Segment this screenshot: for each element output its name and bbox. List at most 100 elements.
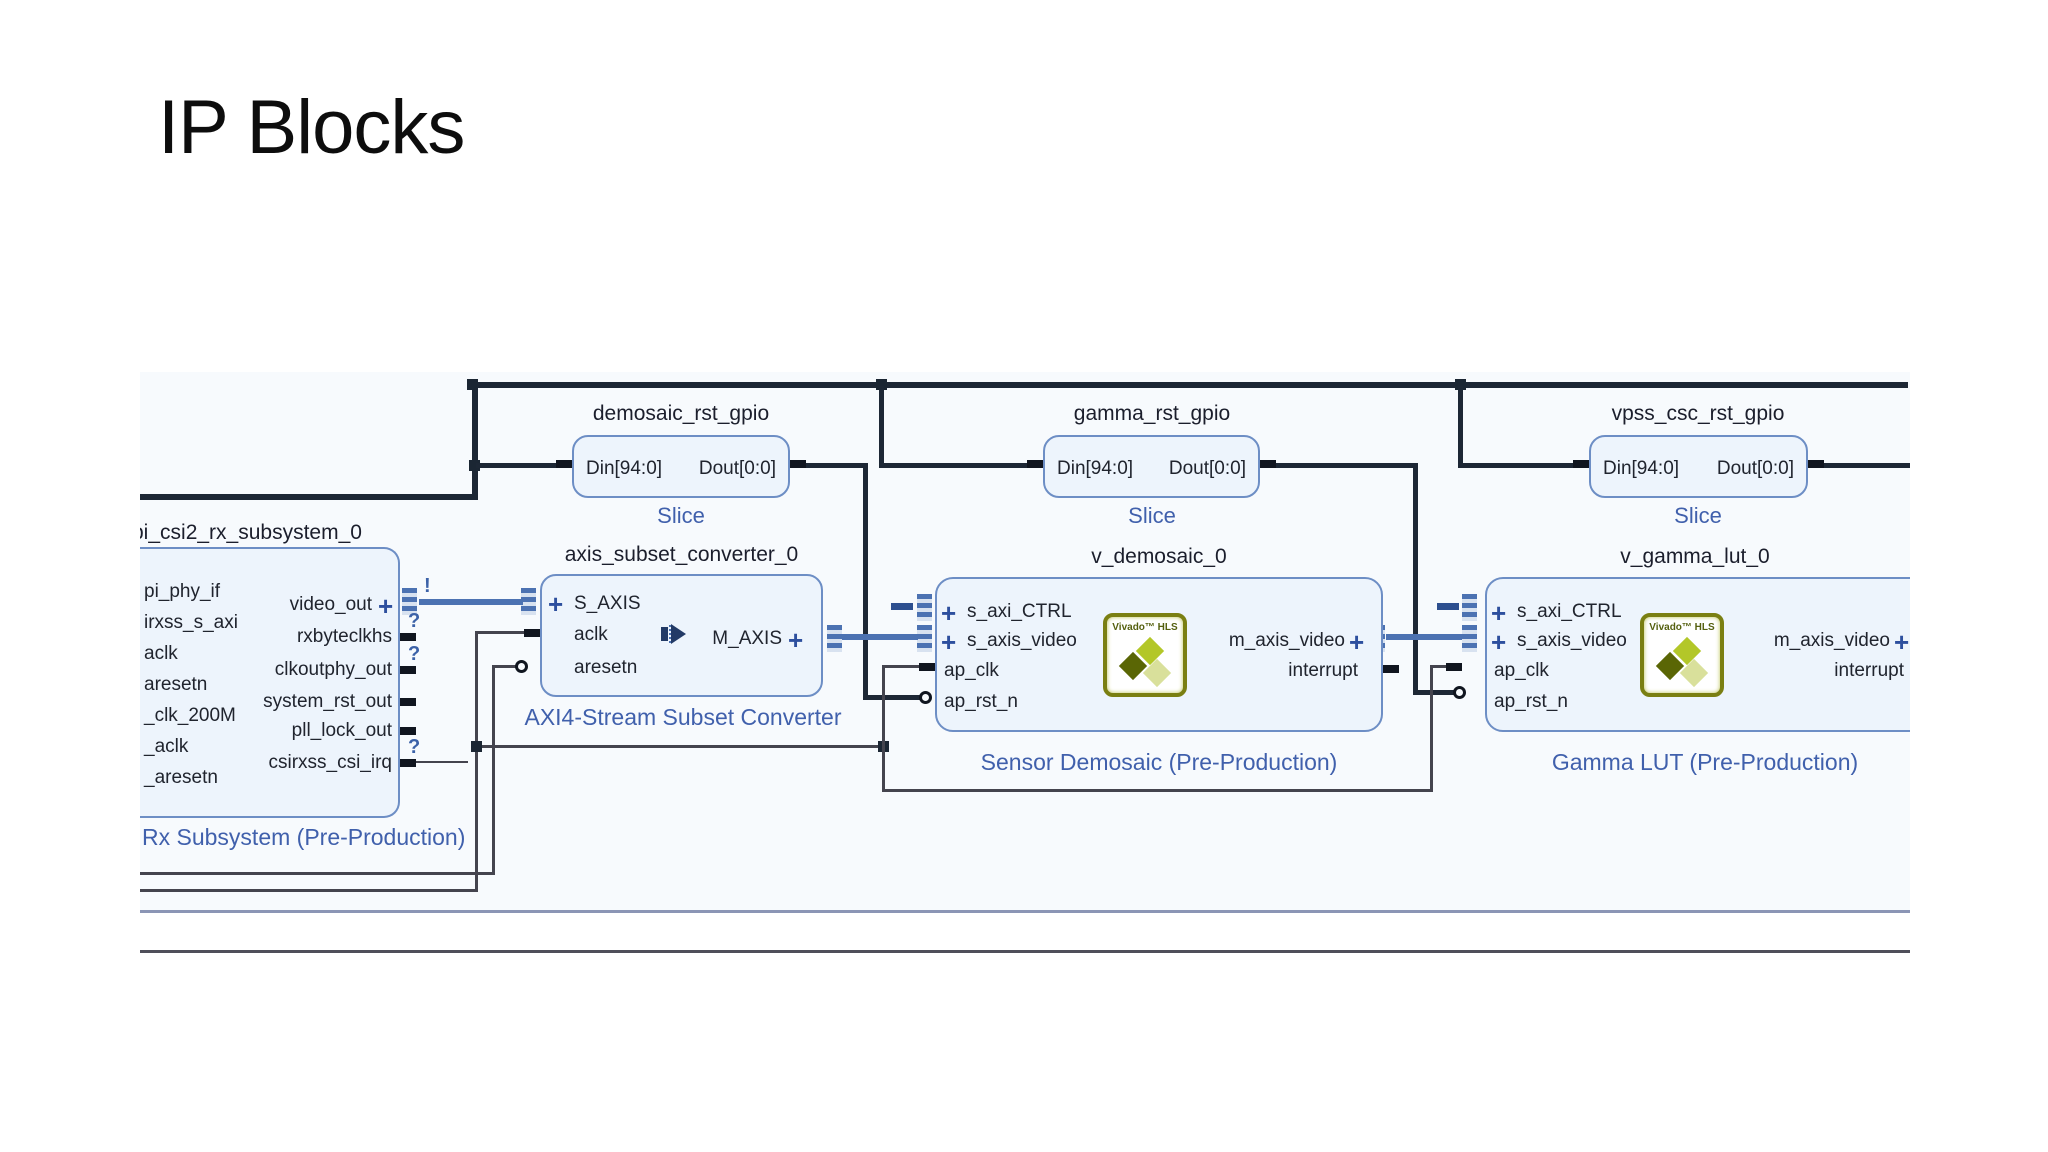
- wire-dout-demosaic: [806, 463, 868, 468]
- expand-plus-icon[interactable]: +: [941, 627, 957, 657]
- port-aresetn[interactable]: aresetn: [574, 657, 638, 678]
- interface-hatch-icon: [1462, 594, 1477, 621]
- block-design-canvas[interactable]: ! pi_csi2_rx_subsystem_0 pi_phy_if irxss…: [140, 372, 1910, 913]
- expand-plus-icon[interactable]: +: [788, 625, 804, 655]
- interface-hatch-icon: [827, 625, 842, 652]
- block-vpss-csc-rst-gpio[interactable]: Din[94:0] Dout[0:0]: [1589, 435, 1808, 498]
- expand-plus-icon[interactable]: +: [1349, 627, 1365, 657]
- port-stub[interactable]: [1027, 460, 1043, 468]
- port-stub[interactable]: [1260, 460, 1276, 468]
- block-demosaic-rst-gpio[interactable]: Din[94:0] Dout[0:0]: [572, 435, 790, 498]
- port-m-axis-video[interactable]: m_axis_video: [1228, 630, 1345, 651]
- port-s-axi-ctrl[interactable]: s_axi_CTRL: [967, 601, 1072, 622]
- port-mipi-phy-if[interactable]: pi_phy_if: [144, 581, 221, 602]
- wire-video-out-s-axis: [419, 599, 523, 605]
- wire-apclk-dist: [475, 745, 885, 748]
- expand-plus-icon[interactable]: +: [1491, 627, 1507, 657]
- expand-plus-icon[interactable]: +: [548, 589, 564, 619]
- port-stub[interactable]: [400, 759, 416, 767]
- port-stub[interactable]: [1446, 663, 1462, 671]
- wire-dout-vpss: [1824, 463, 1910, 468]
- block-title-demosaic-rst-gpio: demosaic_rst_gpio: [592, 402, 770, 425]
- port-stub[interactable]: [400, 698, 416, 706]
- port-stub[interactable]: [556, 460, 572, 468]
- port-stub[interactable]: [400, 666, 416, 674]
- port-video-aresetn[interactable]: _aresetn: [144, 767, 218, 788]
- port-din[interactable]: Din[94:0]: [586, 458, 663, 479]
- port-ap-clk[interactable]: ap_clk: [1494, 660, 1549, 681]
- port-video-out[interactable]: video_out: [289, 594, 372, 615]
- wire-din-demosaic: [476, 463, 558, 468]
- aresetn-bubble: [515, 660, 528, 673]
- block-title-vpss-csc-rst-gpio: vpss_csc_rst_gpio: [1611, 402, 1785, 425]
- question-mark-icon: ?: [408, 610, 421, 632]
- port-stub[interactable]: [524, 629, 540, 637]
- port-stub[interactable]: [400, 633, 416, 641]
- port-aclk[interactable]: aclk: [574, 624, 608, 645]
- port-dout[interactable]: Dout[0:0]: [1168, 458, 1246, 479]
- port-interrupt[interactable]: interrupt: [1288, 660, 1358, 681]
- port-csirxss-s-axi[interactable]: irxss_s_axi: [144, 612, 238, 633]
- wire-din-gamma: [879, 463, 1029, 468]
- port-din[interactable]: Din[94:0]: [1603, 458, 1680, 479]
- expand-plus-icon[interactable]: +: [941, 598, 957, 628]
- block-label-slice: Slice: [1128, 503, 1176, 528]
- block-label-slice: Slice: [1674, 503, 1722, 528]
- port-stub[interactable]: [790, 460, 806, 468]
- port-s-axis-video[interactable]: s_axis_video: [967, 630, 1077, 651]
- wire-junction: [471, 741, 482, 752]
- port-clkoutphy-out[interactable]: clkoutphy_out: [274, 659, 392, 680]
- port-system-rst-out[interactable]: system_rst_out: [263, 691, 392, 712]
- port-lite-aclk[interactable]: aclk: [144, 643, 178, 664]
- vivado-hls-logo-text: Vivado™ HLS: [1649, 622, 1715, 633]
- warning-exclaim-icon: !: [424, 575, 431, 597]
- block-mipi-csi2-rx[interactable]: [140, 547, 400, 818]
- wire-dout-gamma: [1413, 690, 1455, 695]
- port-m-axis-video[interactable]: m_axis_video: [1773, 630, 1890, 651]
- wire-m-axis-demosaic: [842, 634, 918, 640]
- wire-dout-demosaic: [863, 463, 868, 700]
- port-s-axis[interactable]: S_AXIS: [574, 593, 641, 614]
- port-csirxss-csi-irq[interactable]: csirxss_csi_irq: [268, 752, 392, 773]
- block-v-demosaic[interactable]: [935, 577, 1383, 732]
- port-dout[interactable]: Dout[0:0]: [698, 458, 776, 479]
- port-video-aclk[interactable]: _aclk: [144, 736, 189, 757]
- ap-rst-n-bubble: [1453, 686, 1466, 699]
- wire-apclk-gamma: [1430, 667, 1433, 792]
- interface-hatch-icon: [917, 594, 932, 621]
- wire-apclk-demosaic: [882, 667, 885, 748]
- port-pll-lock-out[interactable]: pll_lock_out: [291, 720, 392, 741]
- port-stub[interactable]: [1383, 665, 1399, 673]
- block-gamma-rst-gpio[interactable]: Din[94:0] Dout[0:0]: [1043, 435, 1260, 498]
- expand-plus-icon[interactable]: +: [1491, 598, 1507, 628]
- port-ap-rst-n[interactable]: ap_rst_n: [1494, 691, 1568, 712]
- port-rxbyteclkhs[interactable]: rxbyteclkhs: [296, 626, 392, 647]
- wire-reset-riser: [472, 382, 478, 500]
- wire-junction: [876, 379, 887, 390]
- port-m-axis[interactable]: M_AXIS: [712, 628, 782, 649]
- port-s-axis-video[interactable]: s_axis_video: [1517, 630, 1627, 651]
- interface-hatch-icon: [917, 625, 932, 652]
- interface-hatch-icon: [402, 588, 417, 615]
- wire-apclk-gamma: [1430, 665, 1448, 668]
- port-interrupt[interactable]: interrupt: [1834, 660, 1904, 681]
- port-din[interactable]: Din[94:0]: [1057, 458, 1134, 479]
- wire-din-vpss: [1458, 463, 1575, 468]
- port-dout[interactable]: Dout[0:0]: [1716, 458, 1794, 479]
- port-ap-clk[interactable]: ap_clk: [944, 660, 999, 681]
- port-stub[interactable]: [1573, 460, 1589, 468]
- ap-rst-n-bubble: [919, 691, 932, 704]
- port-dphy-clk-200m[interactable]: _clk_200M: [144, 705, 236, 726]
- block-label-converter: AXI4-Stream Subset Converter: [524, 704, 842, 730]
- port-stub[interactable]: [400, 727, 416, 735]
- block-title-mipi: pi_csi2_rx_subsystem_0: [140, 521, 362, 544]
- expand-plus-icon[interactable]: +: [1894, 627, 1910, 657]
- port-s-axi-ctrl[interactable]: s_axi_CTRL: [1517, 601, 1622, 622]
- port-stub[interactable]: [1808, 460, 1824, 468]
- canvas-bottom-rule: [140, 950, 1910, 953]
- expand-plus-icon[interactable]: +: [378, 591, 394, 621]
- port-stub[interactable]: [919, 663, 935, 671]
- block-title-gamma-rst-gpio: gamma_rst_gpio: [1073, 402, 1231, 425]
- port-ap-rst-n[interactable]: ap_rst_n: [944, 691, 1018, 712]
- port-lite-aresetn[interactable]: aresetn: [144, 674, 208, 695]
